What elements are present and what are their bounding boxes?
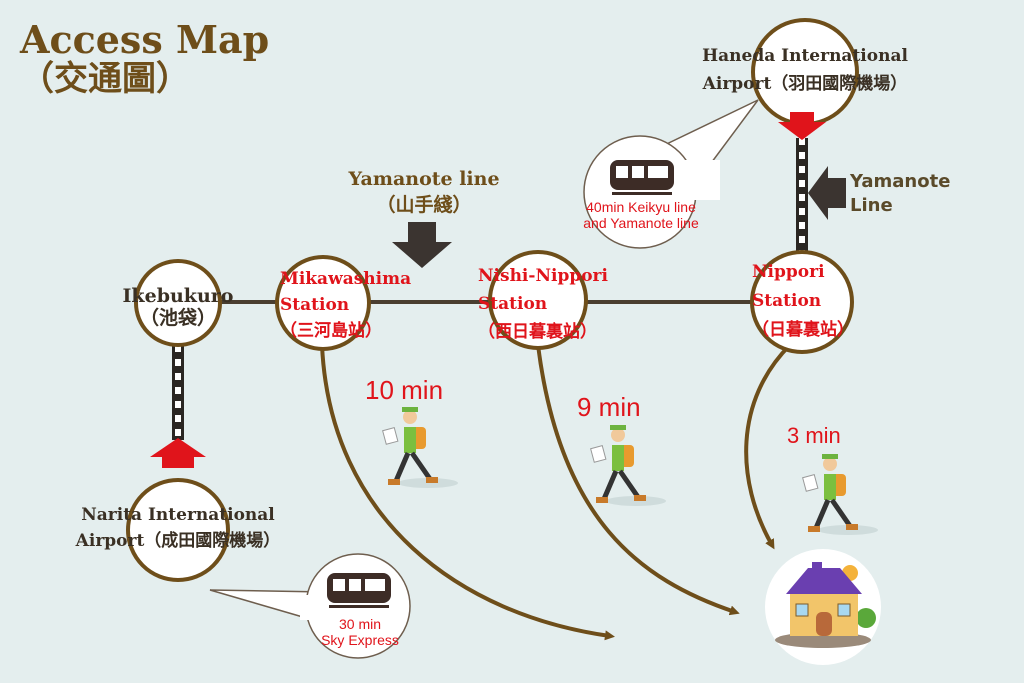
train-icon (610, 160, 674, 195)
hiker-icon (382, 407, 458, 488)
hiker-icon (802, 454, 878, 535)
red-arrow-down-icon (778, 112, 826, 140)
station-circle-nishi-nippori (488, 250, 588, 350)
station-label-narita: Narita International Airport（成田國際機場） (75, 505, 281, 551)
walk-time-mikawashima: 10 min (365, 375, 444, 405)
station-label-haneda: Haneda International Airport（羽田國際機場） (702, 46, 908, 94)
walk-route-mikawashima (320, 344, 615, 641)
grey-arrow-down-icon (392, 222, 452, 268)
yamanote-line-side-label: Yamanote Line (850, 171, 951, 216)
walk-route-nishi-nippori (536, 344, 740, 616)
station-circle-narita (126, 478, 230, 582)
haneda-nippori-track (796, 138, 808, 263)
narita-ikebukuro-track (172, 345, 184, 440)
bubble-text-keikyu: 40min Keikyu line and Yamanote line (583, 199, 699, 231)
page-title: Access Map (20, 17, 270, 62)
station-label-mikawashima: Mikawashima Station （三河島站） (280, 269, 412, 341)
station-circle-nippori (750, 250, 854, 354)
house-icon (765, 549, 881, 665)
station-label-nishi-nippori: Nishi-Nippori Station （西日暮裏站） (478, 266, 608, 342)
yamanote-line-label: Yamanote line （山手綫） (348, 168, 500, 216)
hiker-icon (590, 425, 666, 506)
walk-time-nippori: 3 min (787, 423, 841, 448)
train-icon (327, 573, 391, 608)
station-label-ikebukuro: Ikebukuro （池袋） (122, 285, 234, 329)
page-subtitle: （交通圖） (20, 59, 190, 99)
walk-route-nippori (744, 343, 792, 550)
station-label-nippori: Nippori Station （日暮裏站） (752, 262, 854, 340)
red-arrow-up-icon (150, 438, 206, 468)
grey-arrow-left-icon (808, 166, 846, 220)
station-circle-mikawashima (275, 255, 371, 351)
walk-time-nishi-nippori: 9 min (577, 392, 641, 422)
bubble-text-skyexpress: 30 min Sky Express (321, 616, 399, 648)
station-circle-ikebukuro (134, 259, 222, 347)
